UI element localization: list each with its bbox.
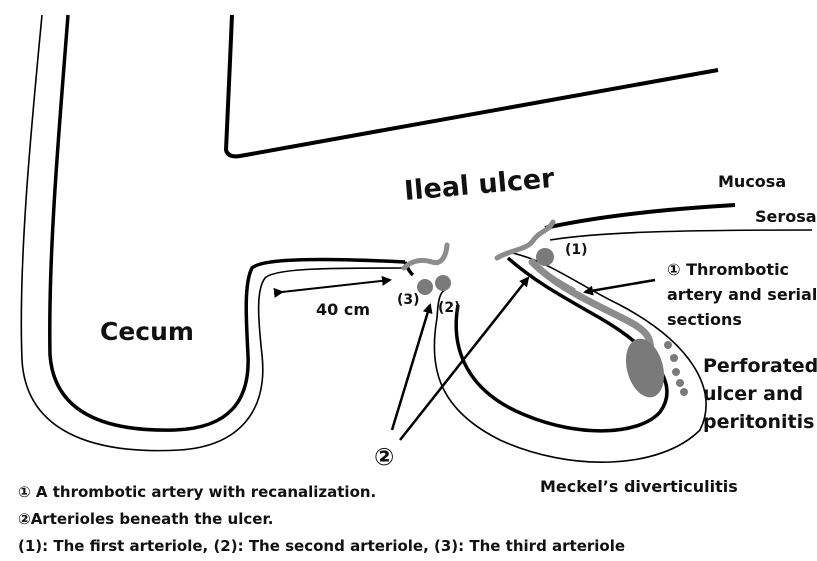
peritonitis-dot [664, 341, 672, 349]
ileum-upper-wall [226, 15, 718, 156]
distance-arrow [282, 280, 390, 292]
arteriole-2-dot [435, 275, 451, 291]
peritonitis-dot [676, 379, 684, 387]
perforated-ulcer-lesion [620, 334, 670, 401]
serosa-label: Serosa [755, 207, 817, 226]
perforated-label-line1: Perforated [703, 355, 817, 377]
right-ileum-mucosa [545, 205, 735, 228]
peritonitis-dot [672, 368, 680, 376]
legend-line-2: ②Arterioles beneath the ulcer. [18, 510, 273, 528]
cecum-label: Cecum [100, 317, 194, 346]
ulcer-vessel-left [404, 245, 447, 268]
thrombotic-label-line1: ① Thrombotic [667, 260, 789, 279]
meckels-label: Meckel’s diverticulitis [540, 477, 738, 496]
right-ileum-serosa [550, 230, 812, 240]
marker-2-label: ② [374, 443, 394, 471]
thrombotic-label-line2: artery and serial [667, 285, 817, 304]
arteriole-3-label: (3) [397, 292, 420, 308]
arteriole-2-label: (2) [438, 300, 461, 316]
distance-label: 40 cm [316, 300, 370, 319]
arteriole-1-dot [536, 248, 554, 266]
ileal-ulcer-label: Ileal ulcer [403, 163, 556, 207]
diverticulum-loop-outer [434, 252, 706, 462]
mucosa-label: Mucosa [718, 172, 786, 191]
cecum-outer-wall [21, 15, 405, 451]
peritonitis-dot [680, 388, 688, 396]
perforated-label-line2: ulcer and [703, 383, 803, 405]
perforated-label-line3: peritonitis [703, 411, 814, 433]
thrombotic-arrow [585, 280, 655, 292]
thrombotic-label-line3: sections [667, 310, 742, 329]
arteriole-1-label: (1) [565, 242, 588, 258]
peritonitis-dot [670, 354, 678, 362]
legend-line-3: (1): The first arteriole, (2): The secon… [18, 537, 625, 555]
legend-line-1: ① A thrombotic artery with recanalizatio… [18, 483, 376, 501]
